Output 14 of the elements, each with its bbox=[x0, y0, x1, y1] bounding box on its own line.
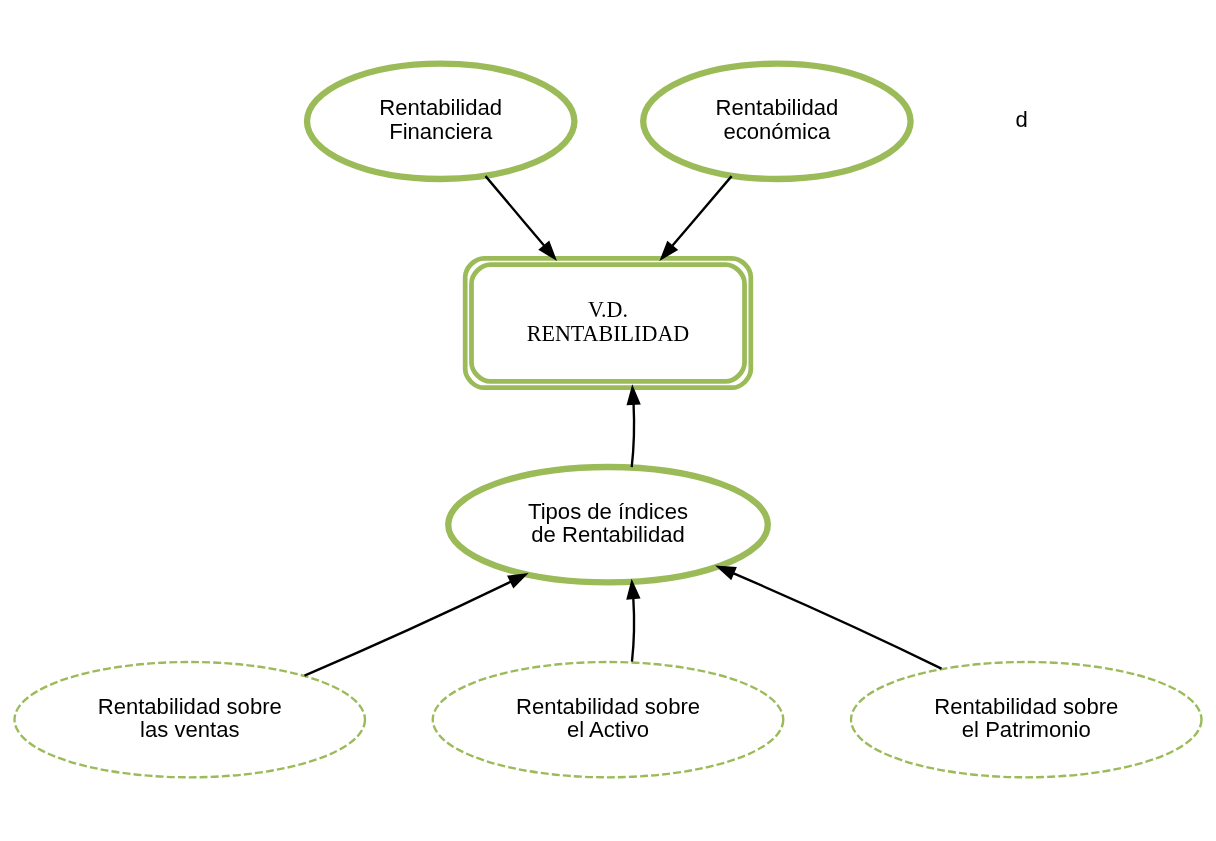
arrow bbox=[659, 175, 733, 261]
node-ellipse: Rentabilidad sobre el Activo bbox=[431, 660, 785, 779]
node-ellipse: Tipos de índices de Rentabilidad bbox=[445, 463, 771, 586]
node-ellipse: Rentabilidad económica bbox=[640, 60, 914, 183]
node-box: V.D. RENTABILIDAD bbox=[462, 255, 754, 391]
node-ellipse: Rentabilidad sobre las ventas bbox=[13, 660, 367, 779]
label: d bbox=[1015, 107, 1028, 133]
arrow bbox=[626, 384, 641, 468]
node-ellipse: Rentabilidad Financiera bbox=[303, 60, 578, 183]
arrow bbox=[626, 578, 641, 662]
node-ellipse: Rentabilidad sobre el Patrimonio bbox=[849, 660, 1203, 779]
arrow bbox=[304, 573, 529, 677]
arrow bbox=[484, 175, 557, 261]
arrow bbox=[715, 565, 942, 670]
